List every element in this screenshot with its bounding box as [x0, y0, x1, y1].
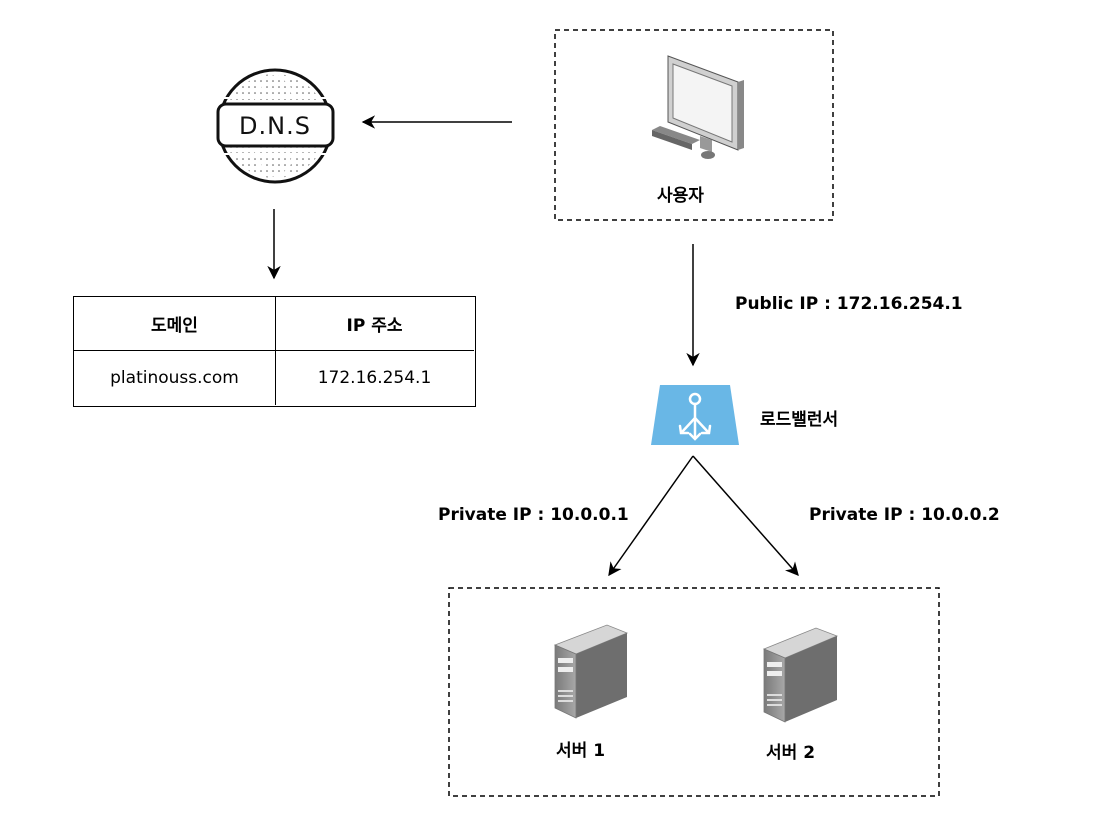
server-1-icon — [553, 624, 629, 719]
private-ip-1-label: Private IP : 10.0.0.1 — [438, 505, 629, 525]
load-balancer-label: 로드밸런서 — [760, 410, 839, 430]
private-ip-2-label: Private IP : 10.0.0.2 — [809, 505, 1000, 525]
server-2-label: 서버 2 — [766, 743, 816, 763]
server-1-label: 서버 1 — [556, 741, 606, 761]
arrow-lb-to-server-1 — [608, 455, 694, 577]
computer-icon — [652, 55, 744, 159]
dns-logo-text: D.N.S — [239, 112, 311, 140]
table-header-divider — [74, 350, 474, 351]
table-cell-ip-address: 172.16.254.1 — [317, 368, 432, 388]
table-column-divider — [275, 297, 276, 405]
table-header-ip-address: IP 주소 — [346, 316, 403, 336]
user-group-box — [554, 29, 834, 221]
dns-record-table: 도메인 IP 주소 platinouss.com 172.16.254.1 — [73, 296, 476, 407]
public-ip-label: Public IP : 172.16.254.1 — [735, 294, 963, 314]
server-group-box — [448, 587, 940, 797]
arrow-lb-to-server-2 — [692, 455, 799, 577]
table-header-domain: 도메인 — [151, 316, 198, 336]
table-cell-domain: platinouss.com — [110, 368, 239, 388]
user-label: 사용자 — [657, 186, 704, 206]
server-2-icon — [762, 627, 839, 723]
load-balancer-icon — [651, 385, 739, 445]
dns-globe-icon: D.N.S — [216, 68, 335, 184]
